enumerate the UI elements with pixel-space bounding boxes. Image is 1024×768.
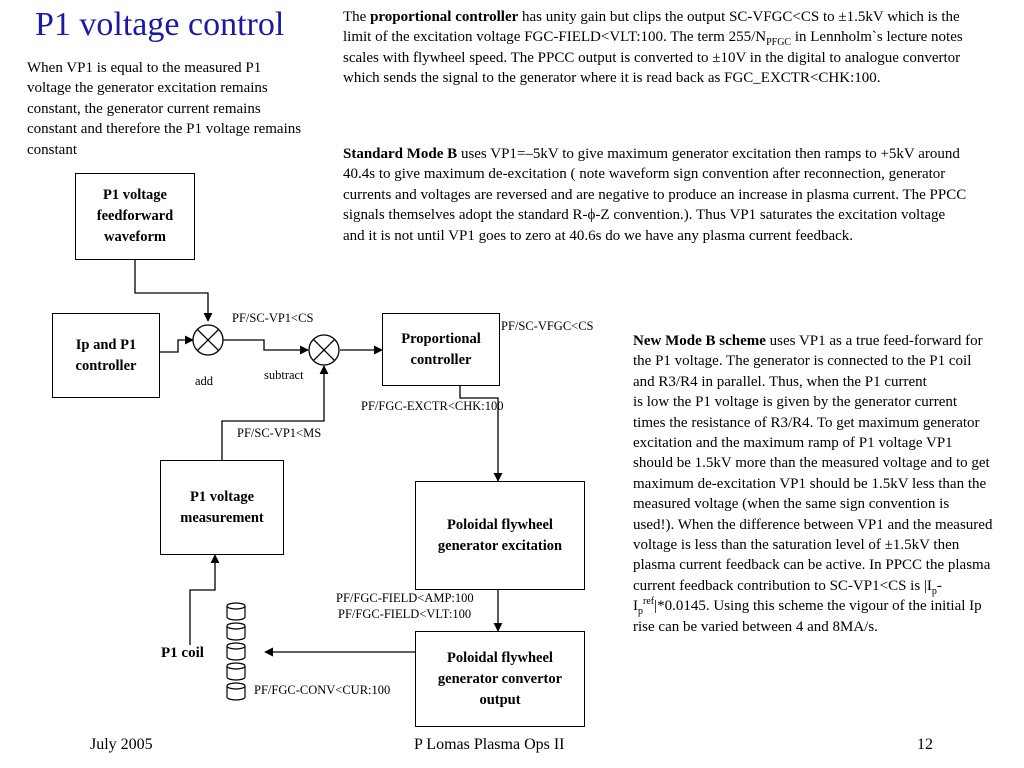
wire-coil-to-measurement [189, 554, 220, 645]
label-p1-coil: P1 coil [161, 645, 204, 661]
wire-proportional-to-excitation [459, 386, 503, 482]
footer-page-number: 12 [917, 736, 933, 753]
label-field-amp: PF/FGC-FIELD<AMP:100 [336, 591, 474, 605]
subtract-junction [308, 334, 340, 366]
label-add: add [195, 374, 214, 388]
label-subtract: subtract [264, 368, 304, 382]
wire-measurement-to-subtract [221, 365, 329, 460]
slide-title: P1 voltage control [35, 6, 285, 43]
new-mode-b-paragraph: New Mode B scheme uses VP1 as a true fee… [633, 333, 993, 635]
proportional-controller-paragraph: The proportional controller has unity ga… [343, 9, 963, 87]
label-vp1-cs: PF/SC-VP1<CS [232, 311, 314, 325]
p1-coil-icon [226, 602, 246, 701]
intro-paragraph: When VP1 is equal to the measured P1 vol… [27, 60, 302, 158]
wire-add-to-subtract [223, 339, 309, 355]
label-vp1-ms: PF/SC-VP1<MS [237, 426, 322, 440]
label-field-vlt: PF/FGC-FIELD<VLT:100 [338, 607, 472, 621]
standard-mode-b-paragraph: Standard Mode B uses VP1=–5kV to give ma… [343, 146, 967, 244]
footer-date: July 2005 [90, 736, 153, 753]
add-junction [192, 324, 224, 356]
label-exctr-chk: PF/FGC-EXCTR<CHK:100 [361, 399, 504, 413]
label-vfgc-cs: PF/SC-VFGC<CS [501, 319, 594, 333]
wire-feedforward-to-add [134, 260, 213, 322]
label-conv-cur: PF/FGC-CONV<CUR:100 [254, 683, 391, 697]
wire-ip-to-add [160, 335, 194, 353]
footer-presenter: P Lomas Plasma Ops II [414, 736, 565, 753]
